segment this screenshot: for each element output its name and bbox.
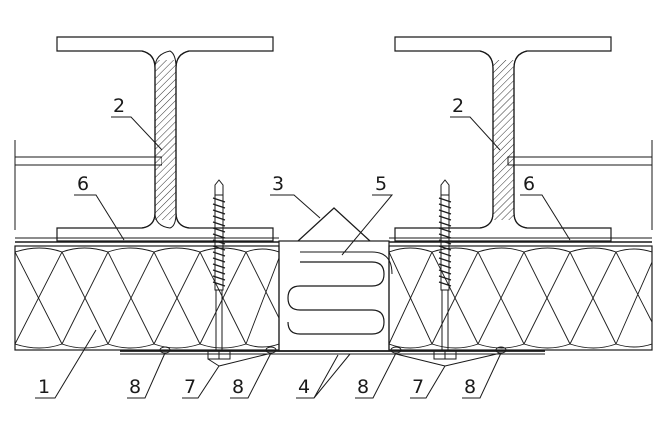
callout-bottom-plate: 4 — [298, 376, 310, 398]
insulation-panel-right — [388, 245, 653, 351]
callout-insulation-panel: 1 — [38, 376, 50, 398]
i-beam-left — [56, 36, 274, 242]
bottom-plate — [120, 350, 545, 355]
insulation-panel-left — [14, 245, 280, 351]
callout-liner-left: 6 — [77, 173, 89, 195]
callout-washer-right-b: 8 — [464, 376, 476, 398]
callout-washer-right-a: 8 — [357, 376, 369, 398]
callout-labels: 2 2 3 5 6 6 1 8 7 8 4 8 7 8 — [38, 95, 535, 398]
callout-beam-left: 2 — [113, 95, 125, 117]
callout-washer-left-a: 8 — [129, 376, 141, 398]
callout-liner-right: 6 — [523, 173, 535, 195]
compression-seal — [278, 240, 393, 352]
callout-ridge-cover: 3 — [272, 173, 284, 195]
self-drilling-screw-icon — [207, 179, 231, 360]
self-drilling-screw-icon — [433, 179, 457, 360]
callout-washer-left-b: 8 — [232, 376, 244, 398]
callout-screw-right: 7 — [412, 376, 424, 398]
leader-lines — [35, 116, 571, 399]
liner-layer — [15, 237, 652, 247]
callout-beam-right: 2 — [452, 95, 464, 117]
ridge-cover — [297, 207, 371, 242]
callout-screw-left: 7 — [184, 376, 196, 398]
callout-compression-seal: 5 — [375, 173, 387, 195]
i-beam-right — [394, 36, 612, 242]
